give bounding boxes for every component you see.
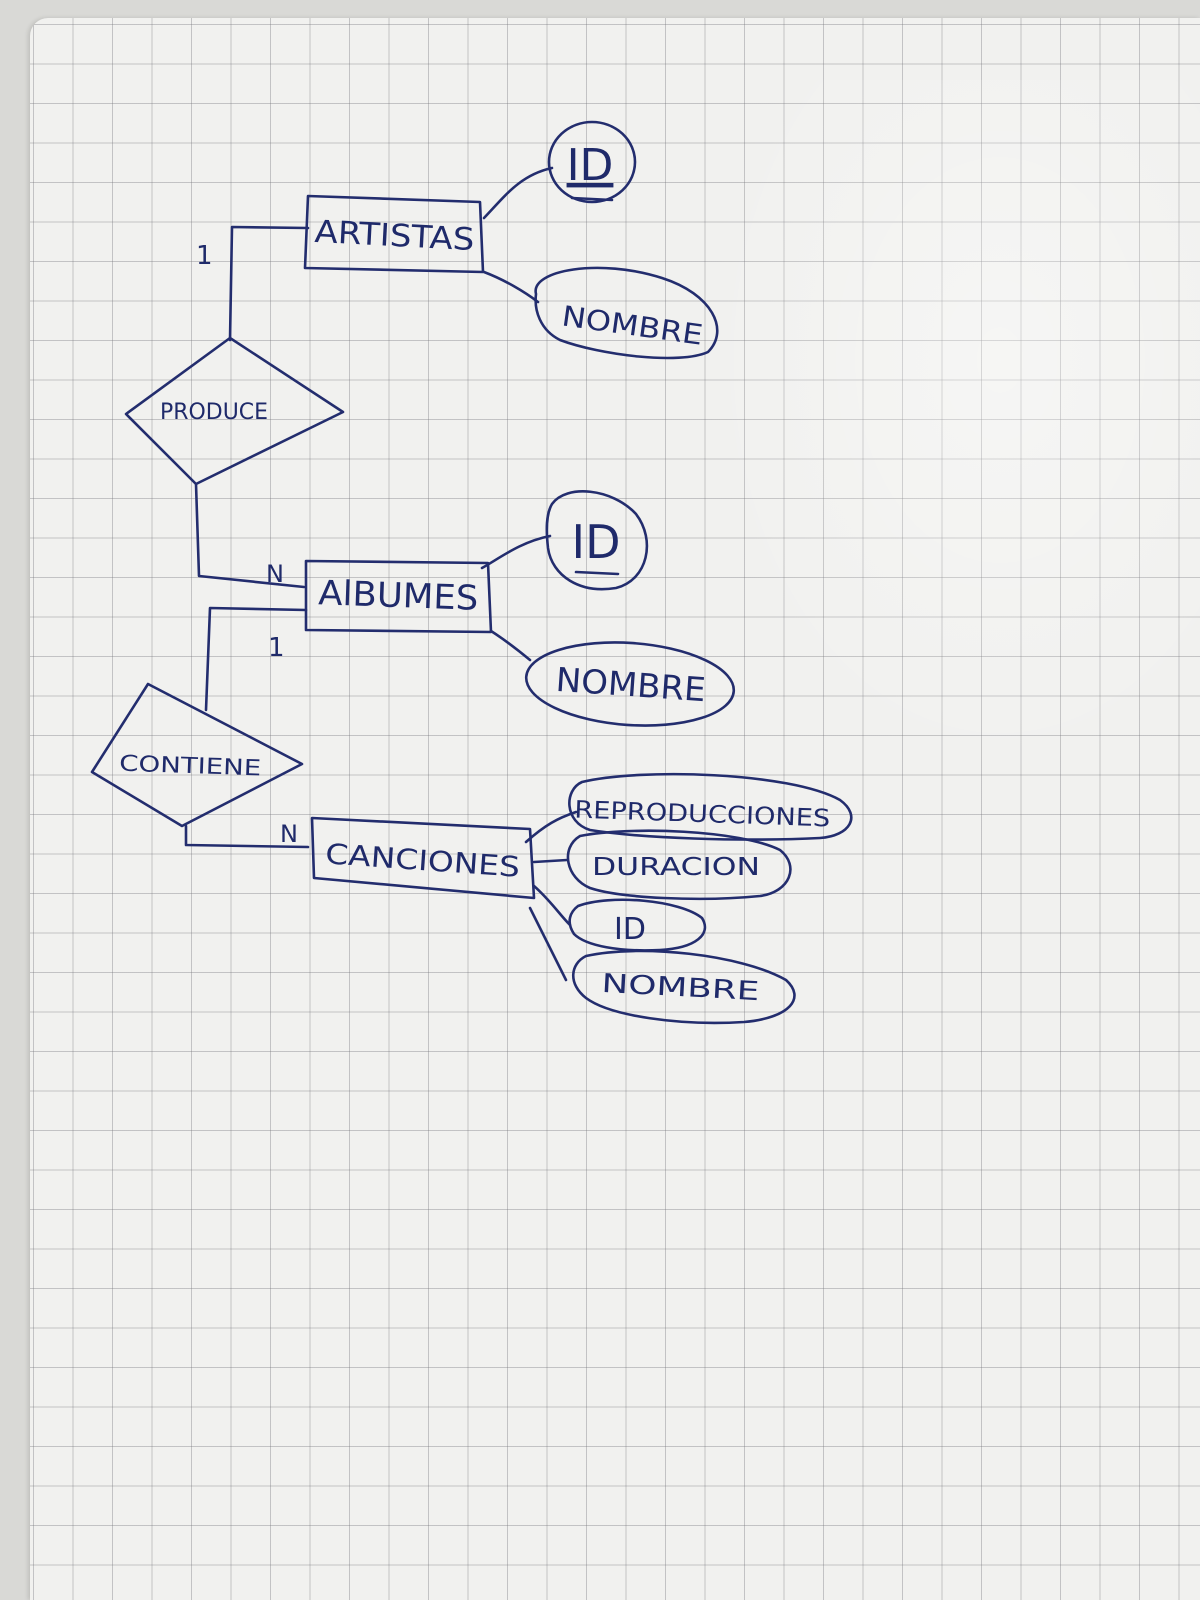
attribute-canciones-id: ID [568, 898, 707, 952]
line-canciones-duracion [532, 858, 569, 864]
entity-box [303, 194, 485, 274]
attribute-label: NOMBRE [555, 660, 707, 709]
attribute-oval [547, 120, 637, 204]
attribute-artistas-nombre: NOMBRE [534, 266, 719, 360]
key-underline [574, 570, 620, 576]
line-artistas-produce [228, 225, 310, 342]
attribute-oval [545, 490, 649, 591]
entity-canciones: CANCIONES [310, 816, 536, 900]
line-albumes-contiene [204, 606, 308, 712]
attribute-label: ID [614, 912, 646, 947]
attribute-oval [571, 949, 796, 1025]
grid-paper [30, 18, 1200, 1600]
attribute-oval [534, 266, 719, 360]
entity-albumes: AlBUMES [304, 559, 493, 634]
attribute-label: DURACION [592, 852, 760, 881]
cardinality-labels: 1 N 1 N [196, 241, 298, 848]
line-albumes-nombre [489, 629, 532, 662]
relationship-produce: PRODUCE [124, 336, 345, 486]
line-produce-albumes [194, 482, 306, 589]
line-artistas-nombre [482, 270, 540, 304]
attribute-canciones-duracion: DURACION [566, 829, 792, 901]
line-canciones-reproducciones [524, 810, 578, 844]
entity-box [310, 816, 536, 900]
line-albumes-id [480, 534, 552, 570]
relationship-diamond [124, 336, 345, 486]
attribute-oval [568, 772, 853, 841]
relationship-contiene: CONTIENE [90, 682, 304, 828]
entity-box [304, 559, 493, 634]
key-underline [570, 196, 614, 202]
attribute-canciones-nombre: NOMBRE [571, 949, 796, 1025]
relationship-label: CONTIENE [119, 752, 262, 782]
entity-artistas: ARTISTAS [303, 194, 485, 274]
relationship-label: PRODUCE [160, 400, 268, 425]
attribute-label: ID [572, 515, 621, 569]
cardinality-contiene-albumes: 1 [268, 633, 285, 663]
relationship-diamond [90, 682, 304, 828]
cardinality-contiene-canciones: N [280, 820, 298, 848]
attribute-oval [566, 829, 792, 901]
attribute-canciones-reproducciones: REPRODUCCIONES [568, 772, 853, 841]
entity-label: ARTISTAS [314, 214, 476, 258]
attribute-label: REPRODUCCIONES [574, 796, 831, 833]
attribute-albumes-nombre: NOMBRE [524, 641, 736, 727]
line-canciones-id [532, 884, 572, 927]
attribute-label: NOMBRE [601, 969, 760, 1007]
attribute-artistas-id: ID [547, 120, 637, 204]
line-artistas-id [482, 166, 554, 220]
cardinality-produce-artistas: 1 [196, 241, 213, 271]
cardinality-produce-albumes: N [266, 560, 284, 588]
connector-lines [184, 166, 578, 982]
line-canciones-nombre [528, 906, 568, 982]
entity-label: CANCIONES [324, 837, 521, 884]
attribute-albumes-id: ID [545, 490, 649, 591]
attribute-label: ID [567, 140, 614, 191]
attribute-label: NOMBRE [560, 299, 705, 351]
attribute-oval [568, 898, 707, 952]
attribute-oval [524, 641, 736, 727]
line-contiene-canciones [184, 824, 310, 849]
entity-label: AlBUMES [318, 573, 479, 619]
